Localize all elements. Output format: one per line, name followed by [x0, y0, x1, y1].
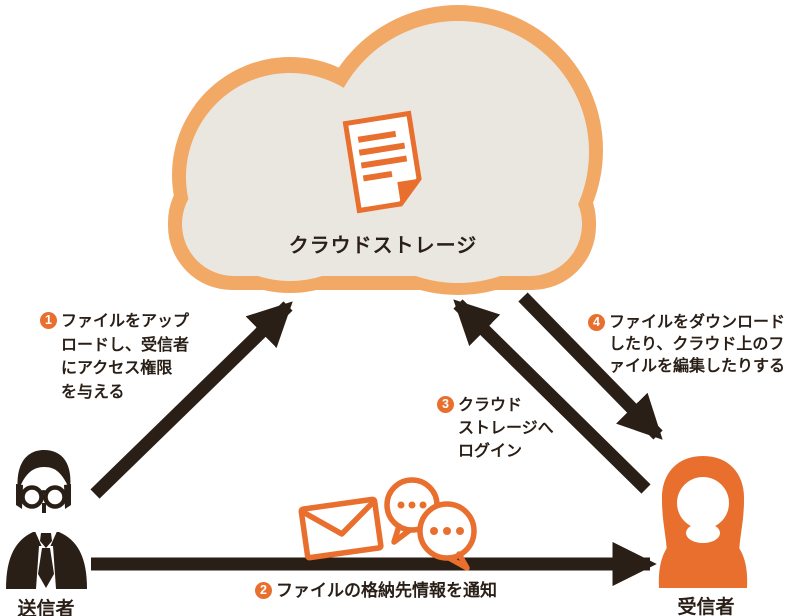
step-4-badge: 4 [588, 314, 605, 331]
cloud-icon [168, 5, 603, 295]
arrow-upload [90, 301, 293, 499]
receiver-label: 受信者 [677, 597, 735, 616]
step-4-line: ァイルを編集したりする [609, 358, 786, 375]
envelope-icon [298, 496, 384, 561]
step-2-line: ファイルの格納先情報を通知 [276, 581, 497, 600]
step-3-badge: 3 [437, 396, 454, 413]
step-4-annotation: 4 ファイルをダウンロード したり、クラウド上のフ ァイルを編集したりする [588, 312, 785, 378]
arrow-download [518, 292, 663, 440]
arrow-login [453, 299, 651, 494]
step-3-line: クラウド [458, 397, 523, 414]
step-1-line: を与える [61, 383, 125, 401]
chat-bubbles-icon [384, 477, 477, 571]
cloud-storage-label: クラウドストレージ [288, 235, 478, 257]
step-4-line: ファイルをダウンロード [609, 314, 786, 331]
sender-label: 送信者 [17, 599, 75, 616]
step-2-annotation: 2 ファイルの格納先情報を通知 [255, 580, 497, 602]
document-icon [342, 110, 422, 214]
step-3-annotation: 3 クラウド ストレージへ ログイン [437, 394, 554, 463]
step-1-line: にアクセス権限 [61, 360, 173, 377]
step-1-annotation: 1 ファイルをアップ ロードし、受信者 にアクセス権限 を与える [40, 310, 189, 404]
step-2-badge: 2 [255, 582, 272, 599]
step-4-line: したり、クラウド上のフ [609, 336, 785, 353]
male-person-icon [6, 450, 87, 589]
step-1-badge: 1 [40, 312, 57, 329]
step-3-line: ログイン [458, 443, 523, 460]
step-1-line: ロードし、受信者 [61, 336, 190, 354]
step-1-line: ファイルをアップ [61, 313, 190, 330]
step-3-line: ストレージへ [458, 420, 554, 437]
female-person-icon [658, 456, 748, 588]
